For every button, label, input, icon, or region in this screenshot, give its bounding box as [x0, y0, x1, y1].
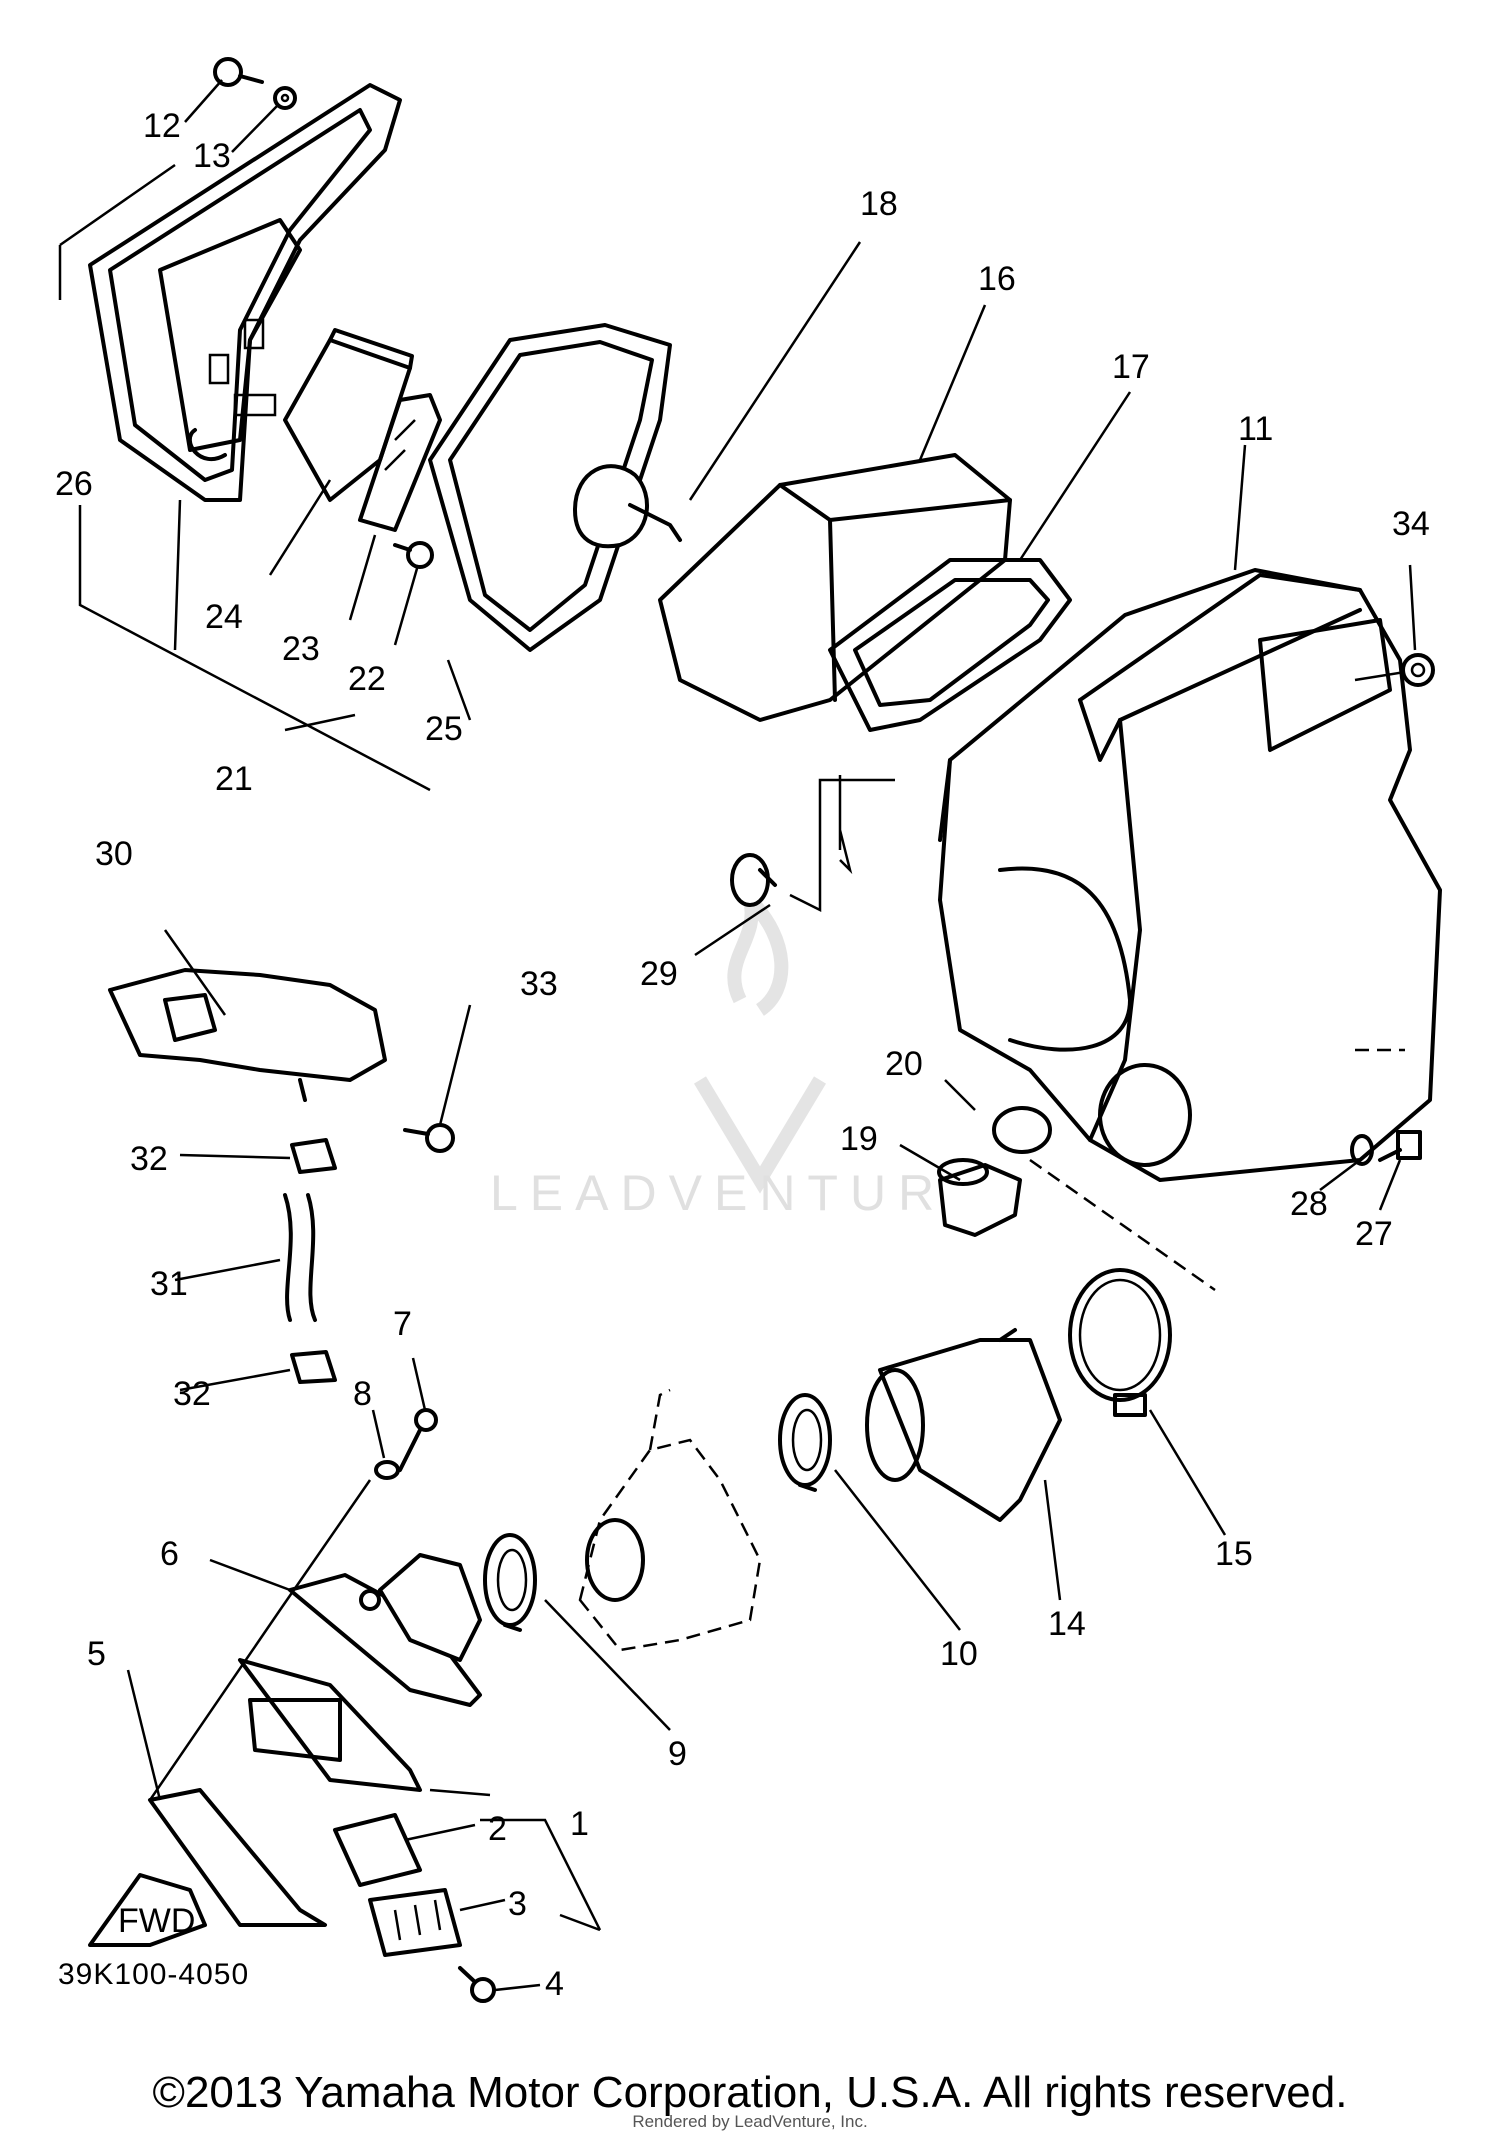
clamp-32-top [290, 1138, 337, 1174]
washer-13 [273, 86, 297, 110]
callout-1: 1 [570, 1805, 589, 1843]
callout-11: 11 [1238, 410, 1273, 448]
reed-petal-2 [333, 1813, 422, 1887]
clamp-32-bottom [290, 1350, 337, 1384]
callout-6: 6 [160, 1535, 179, 1573]
callout-2: 2 [488, 1810, 507, 1848]
callout-5: 5 [87, 1635, 106, 1673]
copyright-notice: ©2013 Yamaha Motor Corporation, U.S.A. A… [152, 2068, 1348, 2117]
fwd-label: FWD [118, 1902, 195, 1940]
screw-33 [403, 1123, 455, 1153]
callout-29: 29 [640, 955, 678, 993]
joint-14 [865, 1328, 1062, 1522]
callout-15: 15 [1215, 1535, 1253, 1573]
reed-stopper-3 [368, 1888, 462, 1957]
carburetor-outline [578, 1388, 762, 1652]
screw-7 [398, 1408, 438, 1472]
callout-30: 30 [95, 835, 133, 873]
hose-31 [283, 1193, 317, 1322]
reed-valve-assy [238, 1658, 422, 1792]
callout-25: 25 [425, 710, 463, 748]
rendered-by-notice: Rendered by LeadVenture, Inc. [632, 2112, 868, 2131]
callout-7: 7 [393, 1305, 412, 1343]
watermark-text: LEADVENTURE [490, 1165, 992, 1221]
fwd-arrow-icon [88, 1873, 207, 1947]
clamp-10 [778, 1393, 832, 1492]
rubber-20 [992, 1106, 1052, 1154]
joint-18 [573, 464, 682, 549]
callout-14: 14 [1048, 1605, 1086, 1643]
callout-17: 17 [1112, 348, 1150, 386]
gasket-25 [428, 323, 672, 652]
callout-27: 27 [1355, 1215, 1393, 1253]
damper-28 [1350, 1134, 1374, 1166]
callout-31: 31 [150, 1265, 188, 1303]
callout-22: 22 [348, 660, 386, 698]
callout-9: 9 [668, 1735, 687, 1773]
callout-21: 21 [215, 760, 253, 798]
callout-10: 10 [940, 1635, 978, 1673]
callout-19: 19 [840, 1120, 878, 1158]
callout-13: 13 [193, 137, 231, 175]
callout-18: 18 [860, 185, 898, 223]
tank-30 [108, 968, 387, 1102]
alignment-line-case [1029, 1158, 1216, 1292]
clamp-15 [1068, 1268, 1172, 1417]
callout-4: 4 [545, 1965, 564, 2003]
bolt-27 [1378, 1130, 1422, 1162]
callout-20: 20 [885, 1045, 923, 1083]
bracket-23 [358, 393, 442, 532]
gasket-5 [148, 1788, 327, 1927]
nut-34 [1401, 653, 1435, 687]
air-filter-case-11 [938, 568, 1442, 1182]
callout-32-bottom: 32 [173, 1375, 211, 1413]
clamp-9 [483, 1533, 537, 1632]
screw-4 [458, 1966, 496, 2003]
leadventure-watermark-logo [693, 877, 827, 1194]
air-filter-case-cover [88, 83, 402, 502]
washer-8 [374, 1460, 400, 1480]
boot-19 [937, 1158, 1022, 1237]
callout-3: 3 [508, 1885, 527, 1923]
callout-32-top: 32 [130, 1140, 168, 1178]
callout-23: 23 [282, 630, 320, 668]
callout-28: 28 [1290, 1185, 1328, 1223]
callout-34: 34 [1392, 505, 1430, 543]
callout-33: 33 [520, 965, 558, 1003]
joint-6 [288, 1553, 482, 1707]
bolt-12 [213, 57, 264, 87]
leader-lines [58, 79, 1417, 1992]
callout-8: 8 [353, 1375, 372, 1413]
case-outlet-ring [1098, 1063, 1192, 1167]
callout-24: 24 [205, 598, 243, 636]
diagram-code: 39K100-4050 [58, 1958, 250, 1991]
callout-16: 16 [978, 260, 1016, 298]
filter-guide-17 [828, 558, 1072, 732]
callout-26: 26 [55, 465, 93, 503]
grommet-29 [730, 853, 777, 907]
callout-12: 12 [143, 107, 181, 145]
bolt-22 [393, 541, 434, 569]
